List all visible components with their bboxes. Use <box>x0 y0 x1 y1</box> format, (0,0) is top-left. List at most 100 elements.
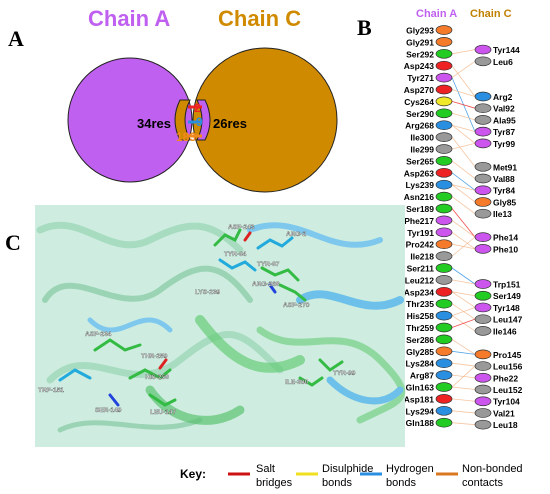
chain-c-residue-marker <box>474 56 492 67</box>
chain-c-header: Chain C <box>470 8 512 20</box>
chain-c-residue-label: Ile13 <box>493 209 512 219</box>
label-tyr99: TYR-99 <box>333 370 356 377</box>
chain-a-residue-marker <box>435 239 453 250</box>
chain-a-residue-label: Asp234 <box>404 287 435 297</box>
chain-c-residue-marker <box>474 161 492 172</box>
chain-a-residue-marker <box>435 108 453 119</box>
chain-a-residue-marker <box>435 370 453 380</box>
chain-a-residue-label: Ser290 <box>406 109 434 119</box>
label-asp234: ASP-234 <box>85 331 112 338</box>
chain-a-residue-label: Tyr271 <box>407 73 434 83</box>
legend-disulphide-line2: bonds <box>322 477 352 489</box>
chain-a-residue-label: Gln163 <box>406 383 435 393</box>
contact-line <box>451 160 476 179</box>
chain-c-residue-marker <box>474 361 492 371</box>
contact-line <box>451 65 476 97</box>
chain-a-header: Chain A <box>416 8 457 20</box>
chain-a-residue-label: Arg87 <box>410 371 434 381</box>
chain-a-residue-label: Asn216 <box>404 192 435 202</box>
chain-c-residue-label: Val92 <box>493 104 515 114</box>
label-asp243: ASP-243 <box>228 224 255 231</box>
chain-a-residue-label: Lys294 <box>405 406 434 416</box>
chain-c-residue-label: Trp151 <box>493 280 521 290</box>
chain-c-residue-label: Arg2 <box>493 92 513 102</box>
chain-c-residue-marker <box>474 208 492 219</box>
chain-c-residue-marker <box>474 396 492 407</box>
contact-line <box>451 422 476 426</box>
contact-line <box>451 279 476 285</box>
chain-a-residue-label: Tyr191 <box>407 228 434 238</box>
chain-a-residue-marker <box>435 37 453 47</box>
chain-c-residue-label: Tyr84 <box>493 186 515 196</box>
chain-a-residue-label: Leu212 <box>405 275 435 285</box>
contact-line <box>451 184 476 191</box>
contact-lines <box>451 49 476 426</box>
chain-c-res-count: 26res <box>213 116 247 131</box>
chain-c-residue-marker <box>474 173 492 184</box>
chain-a-residue-marker <box>435 156 453 166</box>
chain-a-residue-marker <box>435 72 453 83</box>
legend-hbond-line1: Hydrogen <box>386 463 434 475</box>
chain-a-residue-label: Pro242 <box>406 240 435 250</box>
chain-a-residue-marker <box>435 191 453 202</box>
ribbon-cartoon <box>36 221 406 433</box>
contact-line <box>451 172 476 191</box>
contact-line <box>451 124 476 133</box>
chain-c-residue-marker <box>474 326 492 336</box>
contact-line <box>451 220 476 238</box>
chain-c-residue-marker <box>474 185 492 196</box>
chain-a-res-count: 34res <box>137 116 171 131</box>
chain-c-residue-label: Gly85 <box>493 197 516 207</box>
chain-a-residue-marker <box>435 394 453 404</box>
contact-line <box>451 350 476 355</box>
chain-c-residue-marker <box>474 279 492 289</box>
panel-c: ASP-243 ARG-2 TYR-84 TYR-87 LYS-239 ARG-… <box>5 205 406 447</box>
contact-line <box>451 60 476 78</box>
chain-c-residue-label: Tyr99 <box>493 139 515 149</box>
contact-line <box>451 267 476 285</box>
chain-a-residue-label: Ser265 <box>406 156 434 166</box>
contact-line <box>451 307 476 316</box>
chain-a-residue-marker <box>435 417 453 428</box>
chain-a-residue-marker <box>435 358 453 369</box>
chain-c-residue-marker <box>474 138 492 149</box>
chain-a-residue-marker <box>435 298 453 309</box>
nonbonded-count: 183 <box>176 130 196 144</box>
chain-c-title: Chain C <box>218 6 301 31</box>
chain-a-residue-label: Gly293 <box>406 26 434 36</box>
stick-residues <box>58 228 344 407</box>
chain-c-residue-label: Tyr104 <box>493 397 520 407</box>
legend-hbond-line2: bonds <box>386 477 416 489</box>
chain-a-residue-label: Asp181 <box>404 394 435 404</box>
contact-line <box>451 196 476 215</box>
chain-a-residue-label: Cys264 <box>404 97 434 107</box>
chain-a-residue-marker <box>435 215 453 226</box>
contact-line <box>451 410 476 414</box>
panel-a: A Chain A Chain C 2 9 183 34res 26res <box>8 6 338 193</box>
label-his258: HIS-258 <box>145 374 169 381</box>
residue-labels: ASP-243 ARG-2 TYR-84 TYR-87 LYS-239 ARG-… <box>38 224 356 416</box>
chain-a-circle <box>67 57 193 183</box>
chain-c-residue-label: Leu152 <box>493 385 523 395</box>
label-tyr87: TYR-87 <box>257 261 280 268</box>
chain-a-residue-label: Asp243 <box>404 61 435 71</box>
chain-a-residue-label: Ile218 <box>410 252 434 262</box>
chain-c-interface-patch <box>196 99 211 141</box>
chain-c-residue-marker <box>474 419 492 430</box>
chain-a-interface-patch <box>174 99 191 141</box>
chain-c-residue-label: Leu6 <box>493 57 513 67</box>
chain-a-residue-label: Arg268 <box>405 121 434 131</box>
chain-c-circle <box>192 47 338 193</box>
label-arg268: ARG-268 <box>252 281 280 288</box>
legend: Key: Salt bridges Disulphide bonds Hydro… <box>180 463 523 489</box>
legend-nonbonded-line1: Non-bonded <box>462 463 523 475</box>
chain-a-residue-marker <box>435 179 453 190</box>
chain-c-residue-marker <box>474 408 492 418</box>
chain-c-residue-marker <box>474 384 492 395</box>
panel-label-b: B <box>357 15 372 40</box>
chain-a-residue-label: Asp270 <box>404 85 435 95</box>
chain-c-residue-marker <box>474 314 492 325</box>
contact-line <box>451 398 476 402</box>
contact-line <box>451 112 476 121</box>
